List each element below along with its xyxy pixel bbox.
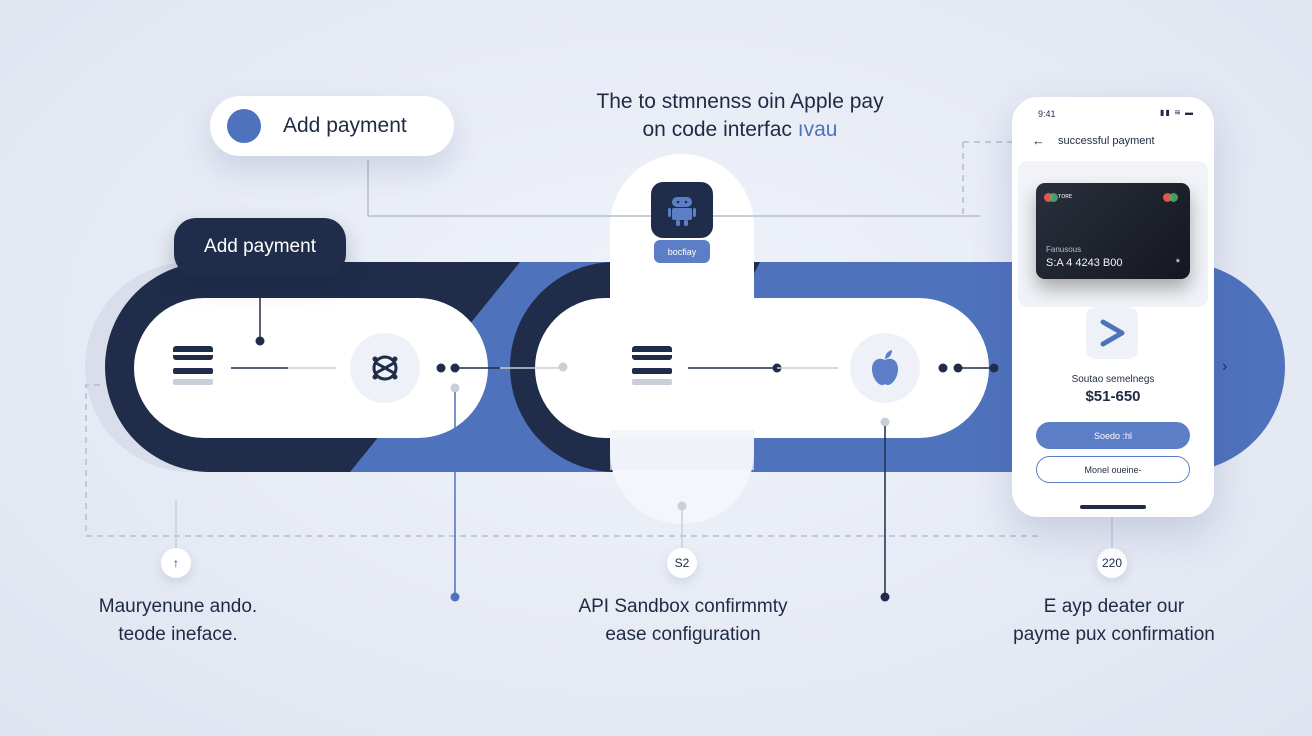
- android-button[interactable]: [651, 182, 713, 238]
- add-payment-pill[interactable]: Add payment: [210, 96, 454, 156]
- chevron-right-icon: [1100, 319, 1125, 347]
- status-time: 9:41: [1038, 109, 1056, 119]
- secondary-button[interactable]: Monel oueine-: [1036, 456, 1190, 483]
- card-logo-dot-green: [1049, 193, 1058, 202]
- caption-line: E ayp deater our: [1043, 596, 1185, 617]
- link-node[interactable]: [350, 333, 420, 403]
- card-number: S:A 4 4243 B00: [1046, 257, 1123, 269]
- status-icons: ▮▮ ≋ ▬: [1160, 108, 1194, 117]
- card-logo-dot-red: [1044, 193, 1053, 202]
- phone-mockup: 9:41 ▮▮ ≋ ▬ ← successful payment ᴛᴏʀᴇ Fa…: [1012, 97, 1214, 517]
- apple-icon: [872, 350, 898, 385]
- caption-line: teode ineface.: [118, 624, 238, 645]
- heading-line-2: on code interfac: [642, 118, 792, 141]
- card-logo-dot-red: [1163, 193, 1172, 202]
- step-caption-2: API Sandbox confirmmty ease configuratio…: [540, 593, 826, 649]
- card-label: Fanusous: [1046, 245, 1082, 254]
- android-icon: [668, 197, 696, 226]
- link-icon: [372, 355, 398, 381]
- payment-amount: $51-650: [1085, 388, 1141, 405]
- add-payment-button[interactable]: Add payment: [174, 218, 346, 276]
- card-logo-dot-green: [1169, 193, 1178, 202]
- step-caption-3: E ayp deater our payme pux confirmation: [980, 593, 1248, 649]
- step-badge-3: 220: [1097, 548, 1127, 578]
- heading-line-2-accent: ıvau: [797, 118, 838, 141]
- chevron-right-icon[interactable]: ›: [1222, 358, 1228, 375]
- add-payment-label: Add payment: [283, 114, 407, 137]
- step-caption-1: Mauryenune ando. teode ineface.: [60, 593, 296, 649]
- android-tag: bocfiay: [654, 240, 710, 263]
- step-badge-2: S2: [667, 548, 697, 578]
- diagram-heading: The to stmnenss oin Apple pay on code in…: [560, 88, 920, 144]
- card-brand: ᴛᴏʀᴇ: [1058, 193, 1073, 200]
- primary-button[interactable]: Soedo :hl: [1036, 422, 1190, 449]
- arrow-back-icon[interactable]: ←: [1032, 133, 1045, 148]
- caption-line: API Sandbox confirmmty: [578, 596, 788, 617]
- phone-title: successful payment: [1058, 135, 1155, 147]
- proceed-button[interactable]: [1086, 307, 1138, 359]
- step-badge-1: ↑: [161, 548, 191, 578]
- home-indicator: [1080, 505, 1146, 509]
- card-star-icon: *: [1175, 257, 1180, 269]
- card-icon: [632, 346, 672, 385]
- credit-card: ᴛᴏʀᴇ Fanusous S:A 4 4243 B00 *: [1036, 183, 1190, 279]
- apple-pay-node[interactable]: [850, 333, 920, 403]
- caption-line: ease configuration: [605, 624, 761, 645]
- payment-subtitle: Soutao semelnegs: [1071, 374, 1155, 385]
- card-icon: [173, 346, 213, 385]
- caption-line: payme pux confirmation: [1013, 624, 1215, 645]
- caption-line: Mauryenune ando.: [98, 596, 258, 617]
- status-dot: [227, 109, 261, 143]
- heading-line-1: The to stmnenss oin Apple pay: [596, 90, 884, 113]
